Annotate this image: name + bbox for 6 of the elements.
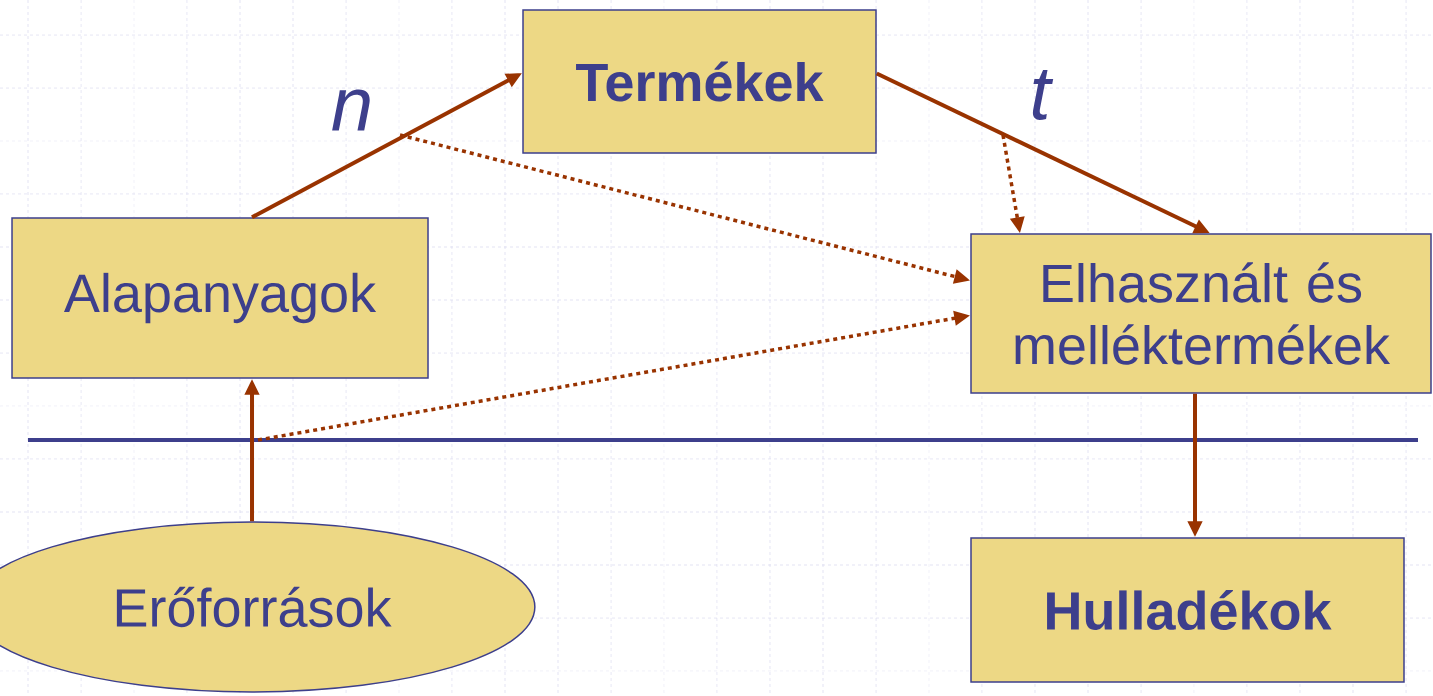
- process-box: Hulladékok: [970, 537, 1405, 683]
- variable-label: n: [332, 89, 370, 131]
- variable-label: t: [1032, 70, 1054, 120]
- process-box: Alapanyagok: [11, 217, 429, 379]
- process-box: Termékek: [522, 9, 877, 154]
- process-box: Elhasznált és melléktermékek: [970, 233, 1432, 394]
